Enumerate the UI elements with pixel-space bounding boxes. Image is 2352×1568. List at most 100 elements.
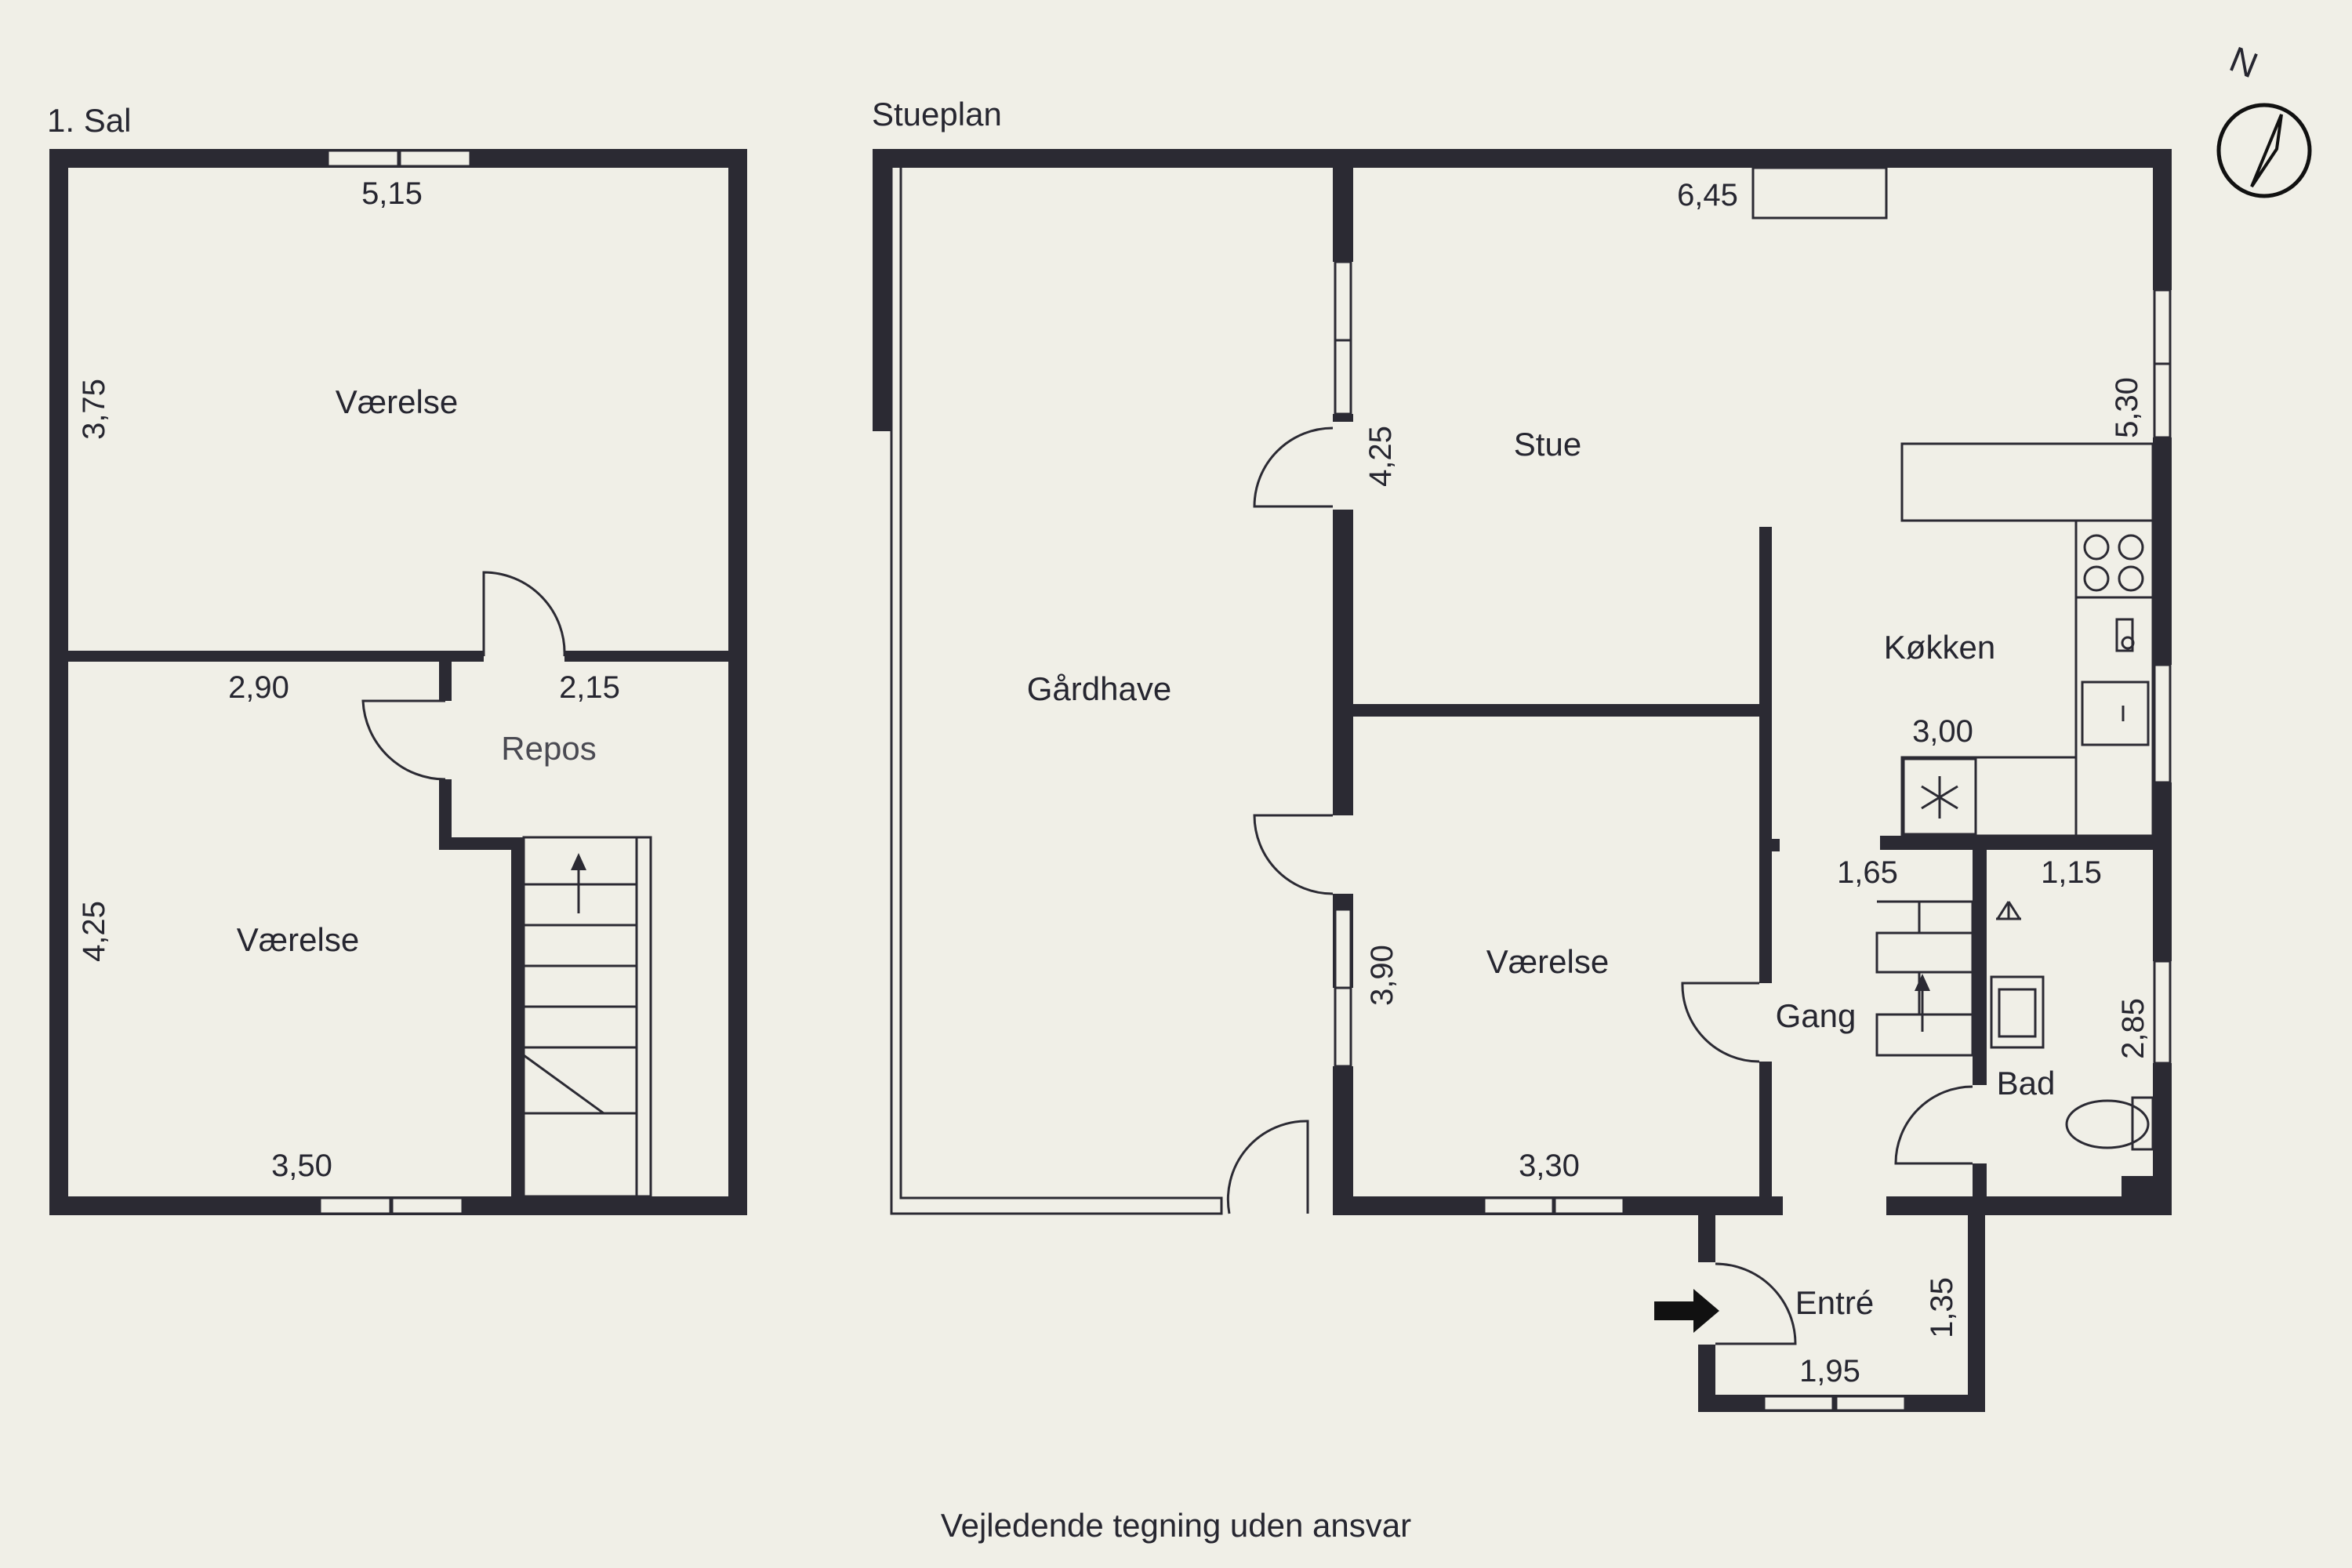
upper-stair-arrow-icon [571,853,586,870]
hall-label: Gang [1776,997,1857,1034]
bath-label: Bad [1997,1065,2056,1102]
shower-icon [1996,901,2021,920]
upper-floor: 1. Sal Værelse Værelse Repos 5,15 3,75 2… [47,102,747,1215]
dim-right-height: 5,30 [2110,377,2144,438]
ground-floor-title: Stueplan [872,96,1002,132]
ground-wall-west-a [1333,168,1353,262]
upper-door-room-top [482,571,566,657]
wall-kitchen-divider [1759,527,1772,717]
ground-wall-top [873,149,2172,168]
dim-kitchen-width: 3,00 [1912,714,1973,749]
kitchen-sink-icon [2081,681,2150,746]
window-east-a [2153,289,2172,365]
upper-window-top-b [398,149,472,168]
wall-bath-hall [1973,850,1987,1085]
dim-bath-height: 2,85 [2116,998,2151,1059]
dim-upper-top-height: 3,75 [77,379,111,440]
wall-bath-hall-b [1973,1163,1987,1215]
compass-circle-icon [2216,103,2312,198]
window-entry-a [1762,1395,1835,1412]
wall-living-bedroom [1353,704,1761,717]
wall-bedroom-hall-a [1759,717,1772,983]
kitchen-label: Køkken [1884,629,1995,666]
ground-wall-east-b [2153,437,2172,665]
ground-wall-west-d [1333,1066,1353,1215]
upper-wall-repos-a [439,662,452,701]
entry-wall-left-a [1698,1215,1715,1262]
upper-wall-right [728,149,747,1215]
kitchen-tap-icon [2115,618,2135,652]
wall-bedroom-hall-b [1759,1062,1772,1215]
ground-wall-west-b [1333,510,1353,815]
upper-wall-repos-b [439,779,452,850]
window-west-c [1334,908,1352,989]
window-east-bath [2153,960,2172,1065]
compass: N [2216,38,2312,198]
upper-window-top-a [326,149,400,168]
ground-floor: Stueplan Gårdhave Stue Køkken Værelse Ga… [872,96,2172,1412]
bedroom-label: Værelse [1486,943,1609,980]
upper-room-bottom-label: Værelse [237,921,359,958]
entry-label: Entré [1795,1284,1874,1321]
upper-landing-label: Repos [501,730,596,767]
compass-north-label: N [2224,38,2263,86]
dim-upper-bottom-height: 4,25 [77,901,111,962]
entry-wall-right [1968,1215,1985,1412]
ground-wall-bottom-b [1886,1196,2172,1215]
door-courtyard-living [1253,426,1334,508]
dim-bath-width: 1,15 [2041,855,2102,890]
upper-room-top-label: Værelse [336,383,458,420]
dim-upper-bottom-left-width: 2,90 [228,670,289,705]
dim-living-height: 4,25 [1363,426,1398,487]
entrance-arrow-icon [1654,1289,1719,1333]
door-courtyard-bedroom [1253,814,1334,895]
upper-staircase [522,836,652,1198]
upper-wall-middle-right [564,651,728,662]
dim-bedroom-height: 3,90 [1365,945,1399,1006]
ground-wall-east-d [2153,1063,2172,1215]
dim-entry-width: 1,95 [1799,1354,1860,1388]
freezer-icon [1902,757,1977,836]
upper-window-bottom-b [390,1196,464,1215]
door-entry [1715,1262,1797,1345]
upper-floor-title: 1. Sal [47,102,131,139]
door-bath [1894,1085,1973,1165]
door-courtyard-exit [1226,1120,1309,1214]
dim-upper-bottom-width: 3,50 [271,1149,332,1183]
toilet-icon [2065,1096,2154,1151]
ground-wall-east-c [2153,782,2172,961]
upper-door-room-bottom [361,699,446,781]
living-label: Stue [1514,426,1581,463]
upper-wall-stair [511,837,524,1196]
upper-wall-left [49,149,68,1215]
window-east-b [2153,362,2172,439]
wall-kitchen-bath [1880,836,2172,850]
upper-wall-middle-left [68,651,484,662]
window-bottom-bedroom-b [1553,1196,1625,1215]
dim-upper-top-width: 5,15 [361,176,423,211]
upper-wall-repos-c [439,837,524,850]
window-bottom-bedroom-a [1483,1196,1555,1215]
ground-stair-arrow-icon [1915,974,1930,991]
bath-sink-icon [1990,975,2045,1049]
dim-hall-width: 1,65 [1837,855,1898,890]
compass-needle-icon [2250,114,2283,188]
fireplace-icon [1751,166,1888,220]
window-east-kitchen [2153,663,2172,784]
ground-wall-left-upper [873,149,891,431]
footer-disclaimer: Vejledende tegning uden ansvar [941,1507,1411,1544]
dim-upper-landing-width: 2,15 [559,670,620,705]
dim-living-width: 6,45 [1677,178,1738,212]
window-west-b [1334,339,1352,416]
window-entry-b [1835,1395,1907,1412]
courtyard-label: Gårdhave [1027,670,1171,707]
kitchen-island [1900,442,2154,522]
upper-window-bottom-a [318,1196,392,1215]
door-hall-bedroom [1681,982,1760,1063]
window-west-d [1334,986,1352,1068]
window-west-a [1334,260,1352,342]
kitchen-counter-south [1900,756,2078,837]
kitchen-counter-east [2074,519,2154,837]
stove-icon [2076,534,2153,599]
